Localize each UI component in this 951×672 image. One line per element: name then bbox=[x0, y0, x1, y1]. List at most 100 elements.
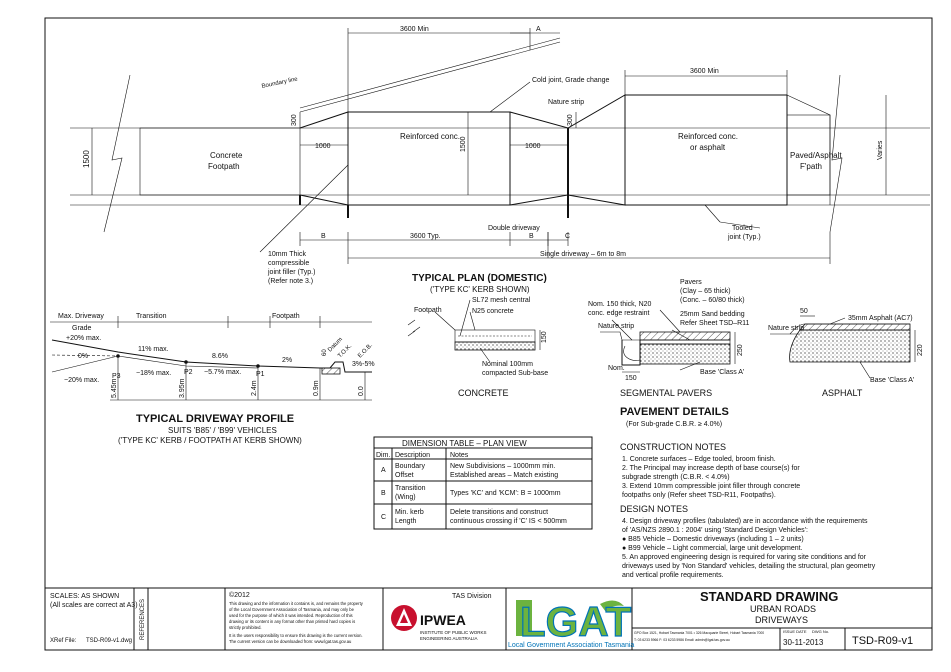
construction-note-2b: subgrade strength (C.B.R. < 4.0%) bbox=[622, 474, 730, 481]
asphalt-base-label: Base 'Class A' bbox=[870, 377, 914, 384]
single-driveway-label: Single driveway – 6m to 8m bbox=[540, 251, 626, 258]
ipwea-sub-2: ENGINEERING AUSTRALIA bbox=[420, 636, 478, 641]
scales-note: (All scales are correct at A3) bbox=[50, 602, 138, 609]
issue-date-value: 30-11-2013 bbox=[783, 638, 824, 647]
design-note-5: 5. An approved engineering design is req… bbox=[622, 554, 867, 561]
plan-subtitle: ('TYPE KC' KERB SHOWN) bbox=[430, 285, 530, 294]
joint-filler-4: (Refer note 3.) bbox=[268, 278, 313, 285]
joint-filler-1: 10mm Thick bbox=[268, 251, 306, 258]
pavement-details-title: PAVEMENT DETAILS bbox=[620, 406, 729, 418]
height-5-45: 5.45m bbox=[111, 378, 118, 398]
copyright-line-6: It is the users responsibility to ensure… bbox=[229, 633, 363, 638]
height-60: 60 bbox=[322, 349, 328, 356]
cold-joint-label: Cold joint, Grade change bbox=[532, 77, 610, 84]
refer-sheet-label: Refer Sheet TSD–R11 bbox=[680, 320, 749, 327]
design-note-3: ● B85 Vehicle – Domestic driveways (incl… bbox=[622, 536, 804, 543]
dim-3600-min-right: 3600 Min bbox=[690, 68, 719, 75]
design-note-6: driveways used by 'Non Standard' vehicle… bbox=[622, 563, 876, 570]
concrete-footpath-label: Footpath bbox=[414, 307, 442, 314]
table-row-a-notes-2: Established areas – Match existing bbox=[450, 472, 558, 479]
table-row-c-desc-1: Min. kerb bbox=[395, 509, 424, 516]
dim-1000-left: 1000 bbox=[315, 143, 331, 150]
copyright-year: ©2012 bbox=[229, 591, 250, 599]
sheet-border bbox=[44, 17, 933, 651]
dim-c: C bbox=[565, 233, 570, 240]
pavers-dim-250: 250 bbox=[737, 344, 744, 356]
typical-plan: 3600 Min A Boundary line Cold joint, Gra… bbox=[70, 26, 930, 294]
table-row-b-notes-1: Types 'KC' and 'KCM': B = 1000mm bbox=[450, 490, 561, 497]
boundary-line-label: Boundary line bbox=[261, 76, 299, 90]
copyright-line-4: drawing or its content in any format oth… bbox=[229, 619, 355, 624]
sl72-mesh-label: SL72 mesh central bbox=[472, 297, 531, 304]
table-row-a-desc-2: Offset bbox=[395, 472, 414, 479]
construction-note-3: 3. Extend 10mm compressible joint filler… bbox=[622, 483, 800, 490]
standard-drawing-title: STANDARD DRAWING bbox=[700, 589, 838, 604]
copyright-line-5: strictly prohibited. bbox=[229, 625, 262, 630]
varies-label: Varies bbox=[877, 140, 884, 160]
tooled-joint-1: Tooled bbox=[732, 225, 753, 232]
tooled-joint-2: joint (Typ.) bbox=[727, 234, 761, 241]
grade-11: 11% max. bbox=[138, 346, 169, 353]
joint-filler-2: compressible bbox=[268, 260, 309, 267]
sand-bedding-label: 25mm Sand bedding bbox=[680, 311, 745, 318]
max-driveway-grade-1: Max. Driveway bbox=[58, 313, 104, 320]
issue-date-label: ISSUE DATE bbox=[783, 629, 807, 634]
design-note-1: 4. Design driveway profiles (tabulated) … bbox=[622, 518, 868, 525]
table-row-b-dim: B bbox=[381, 490, 386, 497]
pavers-label-2: (Clay – 65 thick) bbox=[680, 288, 731, 295]
point-p2: P2 bbox=[184, 369, 193, 376]
point-p3: P3 bbox=[112, 373, 121, 380]
paved-asphalt-label-2: F'path bbox=[800, 162, 822, 171]
dim-300-left: 300 bbox=[291, 114, 298, 126]
n25-concrete-label: N25 concrete bbox=[472, 308, 514, 315]
concrete-detail-label: CONCRETE bbox=[458, 388, 509, 398]
urban-roads-label: URBAN ROADS bbox=[750, 604, 816, 614]
ipwea-sub-1: INSTITUTE OF PUBLIC WORKS bbox=[420, 630, 487, 635]
concrete-dim-150: 150 bbox=[541, 331, 548, 343]
pavers-dim-150: 150 bbox=[625, 375, 637, 382]
footpath-label: Footpath bbox=[272, 313, 300, 320]
asphalt-detail: 50 35mm Asphalt (AC7) Nature strip 220 B… bbox=[768, 308, 924, 398]
design-note-4: ● B99 Vehicle – Light commercial, large … bbox=[622, 545, 803, 552]
ipwea-logo-icon bbox=[391, 605, 417, 631]
dim-3600-min-top: 3600 Min bbox=[400, 26, 429, 33]
references-label: REFERENCES bbox=[140, 599, 146, 640]
profile-title: TYPICAL DRIVEWAY PROFILE bbox=[136, 413, 294, 425]
driveway-profile: Max. Driveway Grade Transition Footpath … bbox=[50, 313, 375, 445]
lgat-address: GPO Box 1521, Hobart Tasmania 7001 • 326… bbox=[634, 631, 764, 635]
grade-minus5-7: −5.7% max. bbox=[204, 369, 241, 376]
nature-strip-label: Nature strip bbox=[548, 99, 584, 106]
design-note-2: of 'AS/NZS 2890.1 : 2004' using 'Standar… bbox=[622, 527, 808, 534]
table-row-a-desc-1: Boundary bbox=[395, 463, 425, 470]
grade-8-6: 8.6% bbox=[212, 353, 228, 360]
copyright-line-2: of the Local Government Association of T… bbox=[229, 607, 355, 612]
drawing-number: TSD-R09-v1 bbox=[852, 635, 913, 647]
reinforced-conc-asphalt-1: Reinforced conc. bbox=[678, 132, 738, 141]
dwg-no-label: DWG No. bbox=[812, 629, 829, 634]
table-row-b-desc-1: Transition bbox=[395, 485, 426, 492]
concrete-footpath-label-2: Footpath bbox=[208, 162, 240, 171]
table-row-c-desc-2: Length bbox=[395, 518, 417, 525]
max-driveway-grade-2: Grade bbox=[72, 325, 92, 332]
construction-notes-title: CONSTRUCTION NOTES bbox=[620, 442, 726, 452]
edge-restraint-2: conc. edge restraint bbox=[588, 310, 650, 317]
double-driveway-label: Double driveway bbox=[488, 225, 540, 232]
construction-note-1: 1. Concrete surfaces – Edge tooled, broo… bbox=[622, 456, 776, 463]
asphalt-dim-220: 220 bbox=[917, 344, 924, 356]
lgat-wordmark: LGAT bbox=[520, 598, 632, 645]
reinforced-conc-label: Reinforced conc. bbox=[400, 132, 460, 141]
concrete-detail: Footpath SL72 mesh central N25 concrete … bbox=[407, 297, 548, 398]
eob-label: E.O.B. bbox=[357, 342, 374, 359]
xref-label: XRef File: bbox=[50, 638, 77, 644]
lgat-sub: Local Government Association Tasmania bbox=[508, 642, 634, 649]
dim-3600-typ: 3600 Typ. bbox=[410, 233, 441, 240]
dim-1500-mid: 1500 bbox=[460, 136, 467, 152]
height-3-95: 3.95m bbox=[179, 378, 186, 398]
dimension-table-title: DIMENSION TABLE – PLAN VIEW bbox=[402, 439, 527, 448]
tok-label: T.O.K. bbox=[337, 343, 353, 359]
dim-300-right: 300 bbox=[567, 114, 574, 126]
height-0-0: 0.0 bbox=[358, 386, 365, 396]
pavers-nom: Nom. bbox=[608, 365, 625, 372]
lgat-logo-icon bbox=[516, 600, 624, 636]
